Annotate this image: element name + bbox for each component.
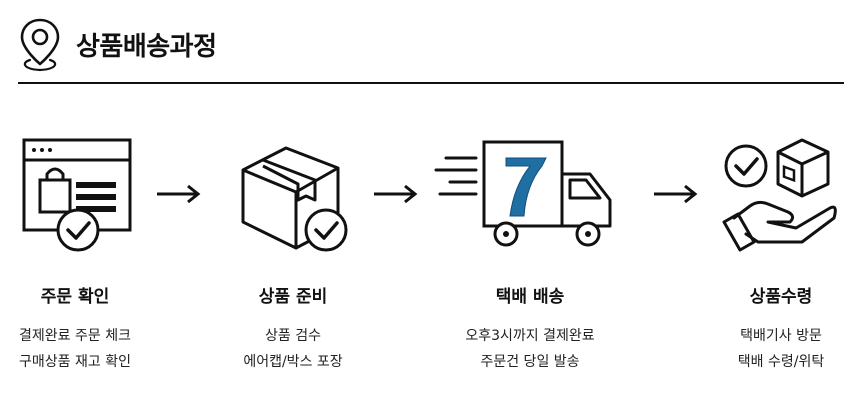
step-desc-line: 구매상품 재고 확인 <box>19 354 131 370</box>
online-order-check-icon <box>22 138 132 252</box>
step-receive: 상품수령 택배기사 방문 택배 수령/위탁 <box>681 130 860 375</box>
arrow-right-icon <box>157 184 201 204</box>
step-title: 주문 확인 <box>40 287 110 307</box>
step-desc-line: 주문건 당일 발송 <box>480 354 580 370</box>
step-title: 상품 준비 <box>258 287 328 307</box>
page-title: 상품배송과정 <box>76 32 217 62</box>
step-title: 상품수령 <box>749 287 813 307</box>
step-desc-line: 오후3시까지 결제완료 <box>465 328 595 344</box>
page-header: 상품배송과정 <box>18 10 848 74</box>
step-desc-line: 택배기사 방문 <box>740 328 822 344</box>
step-product-prep: 상품 준비 상품 검수 에어캡/박스 포장 <box>193 130 393 375</box>
step-order-check: 주문 확인 결제완료 주문 체크 구매상품 재고 확인 <box>0 130 175 375</box>
step-desc-line: 상품 검수 <box>265 328 321 344</box>
arrow-right-icon <box>374 184 418 204</box>
step-title: 택배 배송 <box>495 287 565 307</box>
step-desc-line: 에어캡/박스 포장 <box>243 354 343 370</box>
header-divider <box>18 82 844 84</box>
delivery-truck-icon <box>434 140 612 247</box>
location-pin-icon <box>20 18 60 72</box>
package-box-check-icon <box>241 146 348 252</box>
step-delivery: 택배 배송 오후3시까지 결제완료 주문건 당일 발송 <box>430 130 630 375</box>
arrow-right-icon <box>654 184 698 204</box>
step-desc-line: 결제완료 주문 체크 <box>19 328 131 344</box>
hand-package-receive-icon <box>722 138 837 252</box>
step-desc-line: 택배 수령/위탁 <box>737 354 825 370</box>
